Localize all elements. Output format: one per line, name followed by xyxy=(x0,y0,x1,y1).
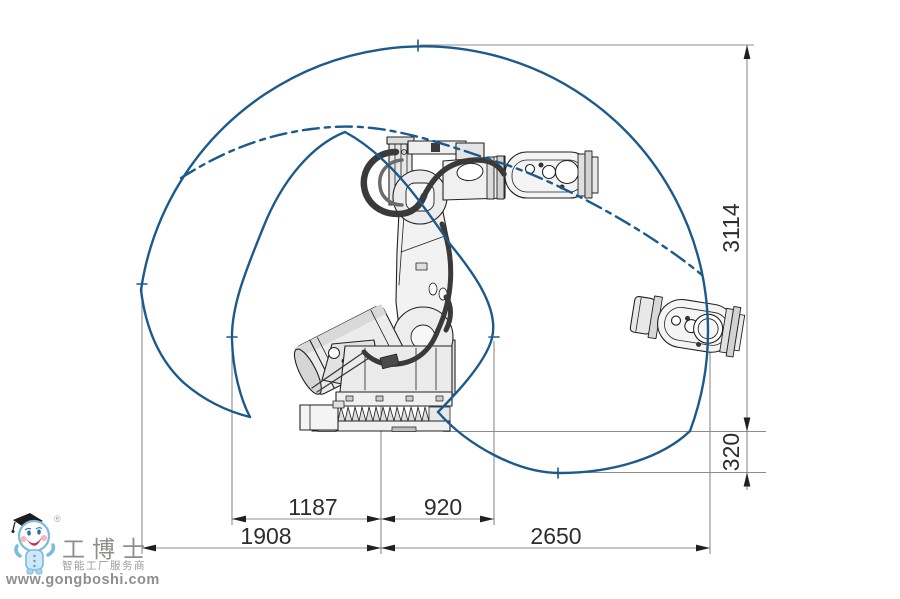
arrow-1187-left xyxy=(232,515,246,523)
robot-illustration xyxy=(293,136,746,432)
robot-base-flange xyxy=(335,391,453,407)
envelope-inner-dome-arc xyxy=(230,130,495,419)
arrow-920-right xyxy=(480,515,494,523)
dim-label-1908: 1908 xyxy=(240,523,291,549)
dimension-labels: 1187 920 1908 2650 3114 320 xyxy=(240,203,744,549)
mascot-cap xyxy=(13,513,43,528)
work-envelope xyxy=(136,39,710,479)
gongboshi-mascot-icon xyxy=(11,513,56,575)
robot-gear-teeth xyxy=(337,406,430,422)
arrow-2650-right xyxy=(696,544,710,552)
mascot-cheek xyxy=(41,535,47,541)
envelope-bottom-arc xyxy=(436,410,692,475)
mascot-leg xyxy=(26,568,34,575)
registered-trademark: ® xyxy=(54,514,61,524)
brand-tagline: 智能工厂服务商 xyxy=(62,560,146,572)
dim-label-2650: 2650 xyxy=(530,523,581,549)
arrow-1187-right xyxy=(367,515,381,523)
arrow-2650-left xyxy=(381,544,395,552)
mascot-arm xyxy=(46,543,56,557)
mascot-smile xyxy=(26,537,42,546)
dim-label-320: 320 xyxy=(718,433,744,471)
mascot-arm xyxy=(14,544,22,558)
mascot-cheek xyxy=(20,536,27,542)
robot-junction-box xyxy=(299,404,339,431)
dimension-arrows xyxy=(142,45,751,552)
dim-label-1187: 1187 xyxy=(288,494,337,520)
brand-name: 工博士 xyxy=(62,537,152,562)
arrow-1908-right xyxy=(367,544,381,552)
arrow-920-left xyxy=(381,515,395,523)
robot-wrist-upper xyxy=(504,150,599,199)
robot-tool-flange xyxy=(591,156,599,194)
envelope-outer-arc xyxy=(139,45,710,433)
dim-label-3114: 3114 xyxy=(718,203,744,253)
robot-wrist-lower xyxy=(629,295,746,358)
brand-website: www.gongboshi.com xyxy=(6,572,160,588)
dim-label-920: 920 xyxy=(424,494,462,520)
arrow-1908-left xyxy=(142,544,156,552)
robot-turntable xyxy=(339,345,453,393)
envelope-ticks xyxy=(136,39,559,479)
mascot-leg xyxy=(35,568,43,575)
robot-tool-flange-lower xyxy=(733,314,746,352)
arrow-320-bottom xyxy=(743,472,751,487)
arrow-3114-bottom xyxy=(743,417,751,432)
extension-lines xyxy=(141,44,766,554)
envelope-rear-cusp-arc xyxy=(139,288,252,419)
envelope-dashed-arc xyxy=(179,125,704,277)
arrow-3114-top xyxy=(743,45,751,59)
